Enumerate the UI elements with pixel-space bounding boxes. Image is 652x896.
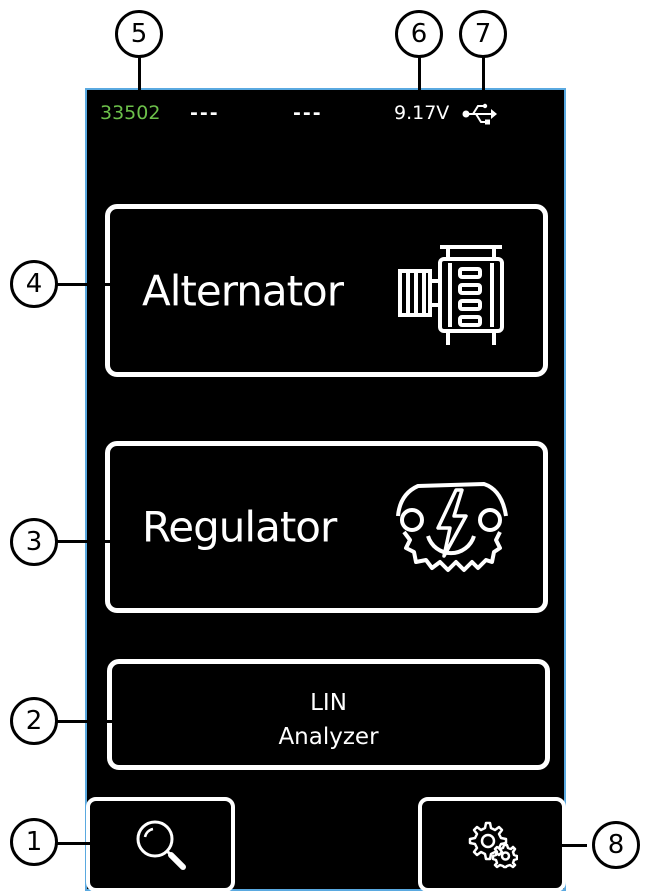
serial-number: 33502: [100, 102, 161, 124]
settings-button[interactable]: [418, 797, 566, 892]
callout-1: 1: [10, 818, 58, 866]
callout-line-7: [482, 56, 485, 102]
search-button[interactable]: [86, 797, 235, 892]
voltage-readout: 9.17V: [394, 102, 450, 124]
status-field-b: ---: [293, 102, 323, 124]
callout-2: 2: [10, 697, 58, 745]
regulator-icon: [396, 482, 508, 572]
callout-line-4: [56, 283, 120, 286]
regulator-button[interactable]: Regulator: [105, 441, 548, 613]
callout-4: 4: [10, 260, 58, 308]
lin-label-line2: Analyzer: [278, 724, 379, 750]
callout-7: 7: [459, 10, 507, 58]
search-icon: [136, 820, 186, 870]
gears-icon: [468, 821, 518, 868]
lin-analyzer-button[interactable]: LIN Analyzer: [107, 659, 550, 770]
alternator-button[interactable]: Alternator: [105, 204, 548, 377]
alternator-label: Alternator: [142, 266, 344, 315]
callout-line-5: [138, 56, 141, 96]
callout-line-3: [56, 540, 120, 543]
callout-8: 8: [592, 821, 640, 869]
callout-3: 3: [10, 518, 58, 566]
lin-label-line1: LIN: [310, 690, 347, 716]
alternator-icon: [398, 245, 504, 345]
callout-line-2: [56, 720, 120, 723]
callout-line-1: [56, 842, 90, 845]
callout-6: 6: [395, 10, 443, 58]
status-field-a: ---: [190, 102, 220, 124]
callout-line-6: [418, 56, 421, 96]
lin-analyzer-label: LIN Analyzer: [112, 686, 545, 754]
callout-line-8: [545, 844, 587, 847]
usb-icon: [462, 103, 497, 125]
callout-5: 5: [115, 10, 163, 58]
regulator-label: Regulator: [142, 502, 337, 552]
